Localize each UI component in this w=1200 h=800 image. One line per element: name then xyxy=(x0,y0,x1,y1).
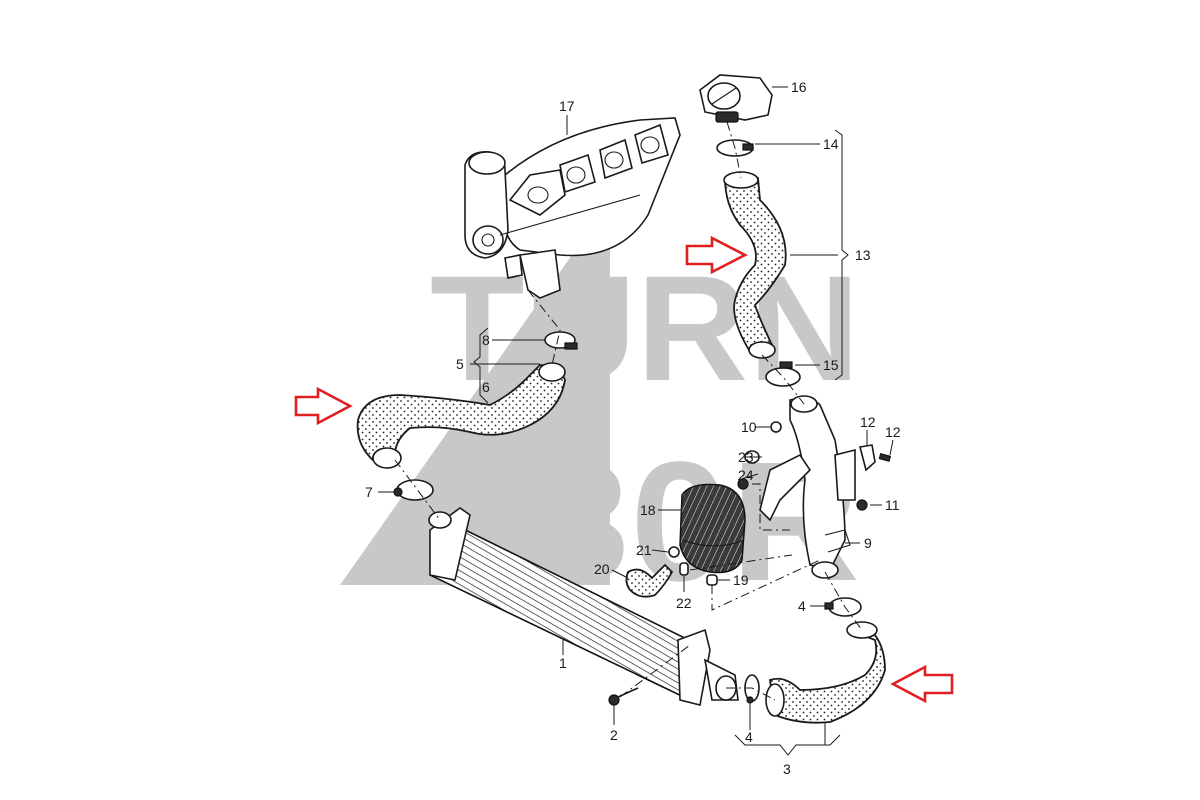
callout-11: 12 xyxy=(860,414,876,430)
callout-22: 22 xyxy=(676,595,692,611)
leader-lines xyxy=(378,86,894,756)
callout-4-upper: 4 xyxy=(798,598,806,614)
arrow-right-icon-turbo-hose xyxy=(294,386,353,426)
nut-9 xyxy=(770,421,782,433)
callout-12-text: 12 xyxy=(885,424,901,440)
clip-21 xyxy=(668,546,680,558)
clamp-22 xyxy=(679,562,689,576)
callout-6-clamp: 7 xyxy=(365,484,373,500)
bolt-12 xyxy=(878,453,892,462)
callout-13: 13 xyxy=(855,247,871,263)
resonator xyxy=(679,483,746,574)
callout-14: 14 xyxy=(823,136,839,152)
callout-24: 24 xyxy=(738,467,754,483)
callout-5: 5 xyxy=(456,356,464,372)
arrow-right-icon-upper-hose xyxy=(685,235,748,275)
callout-8: 9 xyxy=(864,535,872,551)
highlight-arrows xyxy=(294,235,954,704)
lower-charge-air-hose xyxy=(769,624,886,724)
callout-23: 23 xyxy=(738,449,754,465)
small-hose-20 xyxy=(625,563,674,598)
bracket-11 xyxy=(859,444,876,472)
callout-1: 1 xyxy=(559,655,567,671)
hose-clamp-6 xyxy=(396,479,434,501)
callout-2: 2 xyxy=(610,727,618,743)
callout-labels: 17 16 14 13 15 8 5 6 7 10 12 12 23 24 11… xyxy=(365,79,901,777)
throttle-body xyxy=(699,74,773,123)
arrow-left-icon-lower-hose xyxy=(890,664,954,704)
callout-19: 19 xyxy=(733,572,749,588)
intercooler xyxy=(428,507,739,706)
callout-3: 3 xyxy=(783,761,791,777)
watermark-line1: TURN xyxy=(430,244,860,412)
charge-air-pipe xyxy=(759,395,856,579)
callout-10: 11 xyxy=(885,497,900,513)
nut-10 xyxy=(856,499,868,511)
grommet-19 xyxy=(706,574,718,586)
callout-4-lower: 4 xyxy=(745,729,753,745)
callout-20: 20 xyxy=(594,561,610,577)
alignment-lines xyxy=(394,121,863,701)
turbo-outlet-hose xyxy=(356,362,566,469)
screw-2 xyxy=(608,687,639,706)
callout-9: 10 xyxy=(741,419,757,435)
callout-15: 15 xyxy=(823,357,839,373)
callout-17: 17 xyxy=(559,98,575,114)
callout-6-hose: 6 xyxy=(482,379,490,395)
callout-16: 16 xyxy=(791,79,807,95)
turbocharger-manifold xyxy=(464,117,681,299)
callout-21: 21 xyxy=(636,542,652,558)
hose-clamp-15 xyxy=(765,367,801,387)
callout-18: 18 xyxy=(640,502,656,518)
callout-7: 8 xyxy=(482,332,490,348)
